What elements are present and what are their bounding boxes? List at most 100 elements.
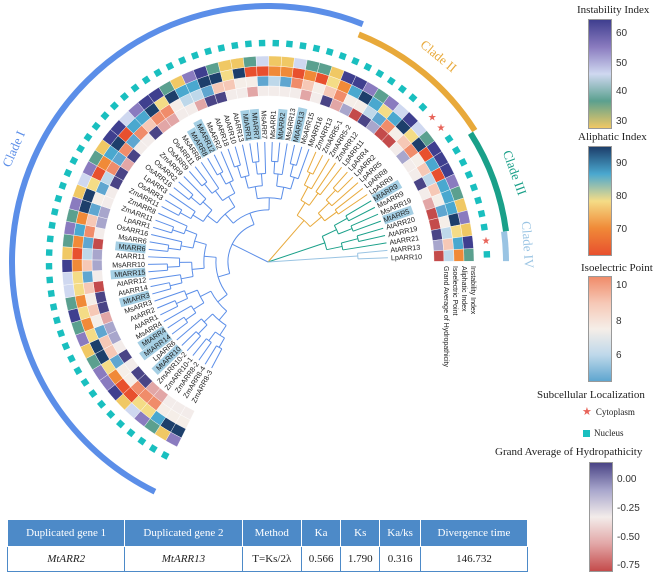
nucleus-square — [386, 76, 396, 86]
instability-colorbar — [588, 19, 612, 129]
nucleus-square — [469, 183, 479, 192]
tree-arc — [257, 197, 282, 200]
tree-branch — [185, 312, 197, 321]
aliphatic-tick: 80 — [616, 191, 628, 202]
tree-branch — [181, 331, 197, 346]
tree-branch — [334, 217, 348, 226]
nucleus-square — [458, 158, 468, 167]
tree-arc — [215, 331, 225, 339]
heatmap-cell — [82, 236, 94, 250]
tree-branch — [218, 310, 228, 321]
gravy-tick: -0.50 — [617, 532, 640, 543]
tree-branch — [185, 229, 198, 235]
leaf-label: LpARR10 — [391, 252, 422, 262]
heatmap-cell — [443, 249, 455, 262]
heatmap-cell — [71, 259, 83, 273]
tree-branch — [204, 345, 217, 365]
heatmap-cell — [91, 259, 103, 272]
nucleus-square — [160, 451, 170, 460]
instability-tick: 40 — [616, 86, 628, 97]
nucleus-square — [45, 249, 53, 256]
tree-branch — [310, 158, 330, 190]
heatmap-cell — [73, 282, 86, 297]
nucleus-square — [178, 56, 187, 65]
tree-branch — [319, 166, 343, 196]
tree-branch — [149, 274, 181, 280]
tree-arc — [167, 245, 170, 252]
isoelectric-tick: 10 — [616, 280, 628, 291]
tree-branch — [194, 240, 207, 245]
tree-branch — [198, 342, 212, 361]
tree-arc — [222, 192, 236, 201]
nucleus-square — [397, 84, 407, 94]
nucleus-square — [49, 303, 58, 311]
leaf-highlight — [186, 127, 211, 158]
tree-branch — [303, 172, 311, 186]
leaf-highlight — [382, 205, 414, 225]
tree-branch — [188, 171, 203, 187]
cell-kaks: 0.316 — [379, 546, 421, 572]
nucleus-square — [96, 399, 107, 409]
tree-branch — [176, 297, 188, 304]
tree-branch — [231, 243, 269, 263]
tree-branch — [289, 164, 294, 177]
nucleus-square — [91, 121, 101, 131]
heatmap-cell — [61, 259, 73, 273]
heatmap-cell — [81, 247, 93, 261]
heatmap-cell — [91, 248, 103, 261]
nucleus-square — [258, 39, 266, 47]
leaf-label: MtARR15 — [114, 268, 146, 280]
nucleus-square — [338, 52, 347, 61]
nucleus-square — [480, 223, 488, 231]
tree-arc — [356, 235, 360, 242]
header-method: Method — [241, 519, 302, 547]
legend-nucleus: Nucleus — [583, 428, 624, 438]
tree-branch — [217, 272, 230, 278]
tree-branch — [338, 194, 368, 215]
tree-branch — [152, 288, 172, 295]
nucleus-square — [363, 62, 373, 72]
nucleus-square — [50, 208, 59, 216]
tree-arc — [234, 164, 241, 168]
nucleus-square — [444, 134, 454, 144]
tree-branch — [267, 255, 358, 263]
heatmap-cell — [280, 56, 295, 68]
tree-branch — [290, 177, 295, 190]
nucleus-square — [272, 39, 280, 47]
nucleus-square — [325, 47, 334, 56]
tree-branch — [219, 173, 227, 185]
tree-branch — [172, 229, 185, 235]
tree-branch — [358, 235, 386, 242]
heatmap-cell — [230, 57, 245, 70]
tree-branch — [217, 294, 228, 303]
legend-title-localization: Subcellular Localization — [537, 389, 645, 401]
leaf-label: AtARR13 — [390, 243, 421, 255]
tree-arc — [201, 181, 208, 187]
tree-branch — [152, 226, 172, 234]
tree-branch — [193, 302, 205, 310]
tree-branch — [158, 212, 188, 227]
nucleus-square — [137, 436, 147, 446]
heatmap-cell — [62, 271, 74, 286]
nucleus-square — [285, 40, 293, 48]
nucleus-square — [63, 168, 73, 178]
cell-divergence: 146.732 — [419, 546, 529, 572]
duplication-table: Duplicated gene 1 Duplicated gene 2 Meth… — [6, 519, 529, 572]
heatmap-cell — [256, 75, 269, 87]
tree-branch — [183, 176, 207, 200]
legend-cytoplasm-label: Cytoplasm — [595, 406, 635, 417]
tree-branch — [192, 214, 204, 222]
tree-arc — [168, 282, 172, 289]
heatmap-cell — [61, 246, 73, 260]
nucleus-square — [106, 409, 116, 419]
tree-branch — [185, 289, 198, 296]
ring-label: Isoelectric Point — [451, 266, 458, 315]
tree-branch — [254, 186, 258, 199]
clade-arc — [467, 131, 509, 232]
tree-branch — [206, 215, 218, 224]
heatmap-cell — [233, 77, 248, 90]
gravy-tick: -0.75 — [617, 560, 640, 571]
tree-branch — [151, 234, 182, 243]
tree-branch — [224, 213, 234, 224]
leaf-label: AtARR12 — [116, 275, 147, 288]
